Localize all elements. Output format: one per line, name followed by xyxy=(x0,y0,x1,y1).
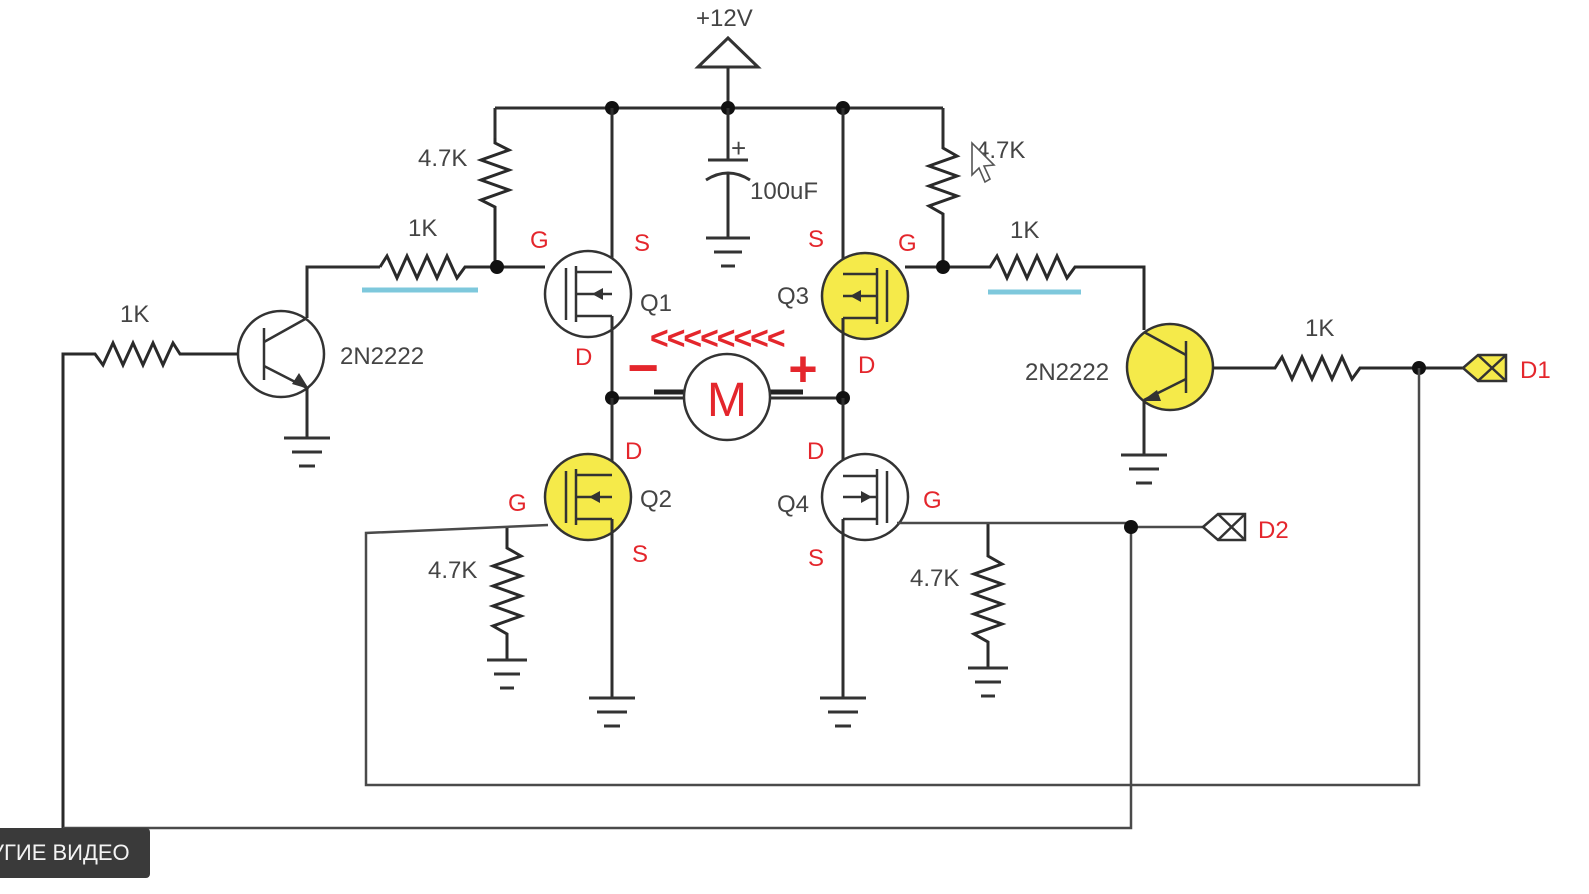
resistor-right-gate-label: 1K xyxy=(1010,217,1039,244)
current-direction-arrows: <<<<<<<< xyxy=(650,320,785,356)
resistor-left-pulldown-label: 4.7K xyxy=(428,557,477,584)
wire-left-npn-collector xyxy=(305,265,380,318)
resistor-left-base xyxy=(61,339,238,828)
supply-label: +12V xyxy=(696,5,753,32)
node-right-gate xyxy=(936,260,950,274)
q2-pin-d: D xyxy=(625,438,642,465)
node-left-gate xyxy=(490,260,504,274)
motor-symbol xyxy=(682,352,772,442)
resistor-left-pullup-label: 4.7K xyxy=(418,145,467,172)
capacitor-100uf xyxy=(705,108,751,268)
q2-mosfet xyxy=(543,398,635,728)
q4-pin-g: G xyxy=(923,487,942,514)
q4-pin-s: S xyxy=(808,545,824,572)
q3-mosfet xyxy=(820,108,910,398)
capacitor-label: 100uF xyxy=(750,178,818,205)
left-npn-transistor xyxy=(236,309,330,468)
node-d2 xyxy=(1124,520,1138,534)
q2-pin-s: S xyxy=(632,541,648,568)
wire-q4-gate-d2 xyxy=(897,521,1203,529)
resistor-right-base xyxy=(1213,353,1463,383)
q3-pin-d: D xyxy=(858,352,875,379)
q1-label: Q1 xyxy=(640,290,672,317)
q1-mosfet xyxy=(543,108,633,398)
right-npn-transistor xyxy=(1121,322,1215,485)
capacitor-plus: + xyxy=(731,133,746,163)
motor-minus: − xyxy=(627,338,659,398)
q4-mosfet xyxy=(820,398,910,728)
left-npn-label: 2N2222 xyxy=(340,343,424,370)
q4-pin-d: D xyxy=(807,438,824,465)
resistor-right-pulldown-label: 4.7K xyxy=(910,565,959,592)
resistor-left-gate xyxy=(378,252,545,282)
motor-plus: + xyxy=(788,341,817,397)
q1-pin-d: D xyxy=(575,344,592,371)
right-npn-label: 2N2222 xyxy=(1025,359,1109,386)
q3-pin-g: G xyxy=(898,230,917,257)
wire-left-input-loop xyxy=(63,527,1133,830)
supply-symbol xyxy=(694,35,762,108)
wire-d1-loop xyxy=(364,368,1421,787)
resistor-left-gate-label: 1K xyxy=(408,215,437,242)
connector-d2-icon[interactable] xyxy=(1201,512,1247,542)
resistor-left-base-label: 1K xyxy=(120,301,149,328)
q1-pin-s: S xyxy=(634,230,650,257)
connector-d1-label: D1 xyxy=(1520,357,1551,384)
q4-label: Q4 xyxy=(777,491,809,518)
motor-label: M xyxy=(707,374,747,427)
more-videos-button[interactable]: УГИЕ ВИДЕО xyxy=(0,828,150,878)
q3-pin-s: S xyxy=(808,226,824,253)
resistor-right-pulldown xyxy=(969,522,1007,668)
resistor-right-gate xyxy=(905,252,1146,330)
q1-pin-g: G xyxy=(530,227,549,254)
connector-d1-icon[interactable] xyxy=(1461,353,1508,383)
q2-pin-g: G xyxy=(508,490,527,517)
connector-d2-label: D2 xyxy=(1258,517,1289,544)
q3-label: Q3 xyxy=(777,283,809,310)
resistor-left-pulldown xyxy=(488,527,526,660)
resistor-right-pullup xyxy=(924,140,962,267)
q2-label: Q2 xyxy=(640,486,672,513)
resistor-left-pullup xyxy=(476,138,514,267)
mouse-cursor-icon xyxy=(971,141,996,184)
resistor-right-base-label: 1K xyxy=(1305,315,1334,342)
